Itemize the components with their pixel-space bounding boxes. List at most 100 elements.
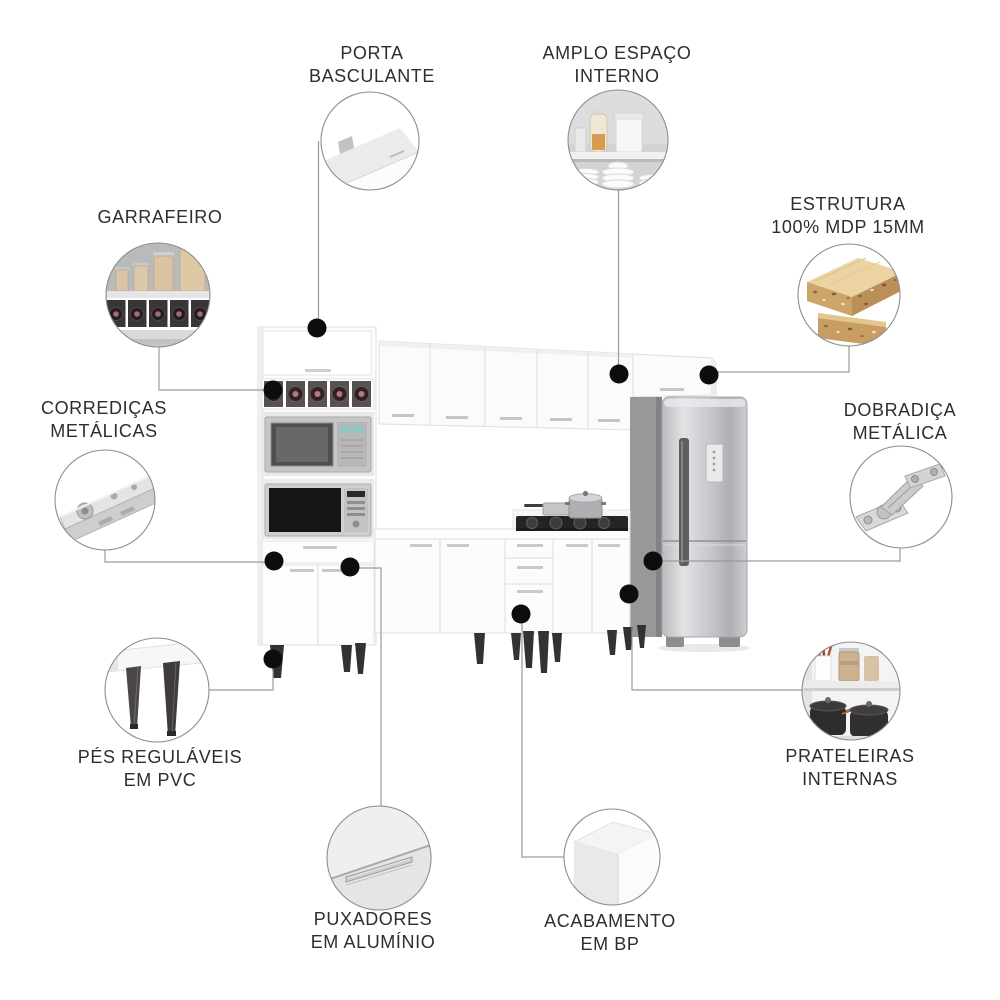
flip-up-door bbox=[262, 330, 372, 376]
flip-up-door-handle bbox=[305, 369, 331, 372]
garrafeiro-bottles bbox=[109, 307, 207, 321]
label-line: PRATELEIRAS bbox=[785, 746, 915, 766]
label-line: EM ALUMÍNIO bbox=[310, 932, 436, 952]
cooktop-edge bbox=[516, 528, 628, 531]
callout-pes bbox=[104, 637, 210, 743]
callout-dots bbox=[263, 318, 719, 669]
connector-puxadores bbox=[350, 567, 382, 806]
base-door-seams bbox=[439, 539, 593, 633]
microwave-silver bbox=[264, 416, 372, 473]
tall-cabinet-door-handle-right bbox=[322, 569, 346, 572]
fridge-handle bbox=[679, 438, 689, 566]
label-line: PUXADORES bbox=[313, 909, 433, 929]
tall-cabinet bbox=[257, 326, 377, 646]
side-panel-shade bbox=[656, 397, 662, 637]
kitchen-set bbox=[257, 326, 750, 678]
label-line: BASCULANTE bbox=[308, 66, 436, 86]
pots bbox=[809, 697, 889, 737]
dot-garrafeiro bbox=[263, 380, 283, 400]
callout-circles bbox=[54, 89, 953, 911]
cooktop bbox=[516, 490, 628, 531]
connector-corredicas bbox=[104, 550, 274, 563]
label-line: 100% MDP 15MM bbox=[771, 217, 925, 237]
over-fridge-handle bbox=[660, 388, 684, 391]
label-line: EM BP bbox=[580, 934, 640, 954]
connector-estrutura bbox=[709, 346, 850, 373]
leg bbox=[523, 631, 534, 668]
tall-cabinet-drawer bbox=[261, 540, 375, 564]
label-porta-basculante: PORTA BASCULANTE bbox=[232, 42, 512, 88]
dot-estrutura bbox=[699, 365, 719, 385]
label-acabamento: ACABAMENTO EM BP bbox=[470, 910, 750, 956]
callout-estrutura bbox=[797, 243, 901, 347]
label-dobradica: DOBRADIÇA METÁLICA bbox=[760, 399, 1000, 445]
callout-garrafeiro bbox=[105, 242, 211, 348]
microwave-black bbox=[264, 483, 372, 537]
utensil-cup bbox=[814, 642, 834, 682]
fridge-panel-buttons bbox=[712, 450, 716, 472]
connector-lines bbox=[104, 141, 901, 858]
connector-pes bbox=[209, 660, 274, 691]
label-prateleiras: PRATELEIRAS INTERNAS bbox=[710, 745, 990, 791]
label-pes: PÉS REGULÁVEIS EM PVC bbox=[20, 746, 300, 792]
label-line: DOBRADIÇA bbox=[843, 400, 957, 420]
dot-pes bbox=[263, 649, 283, 669]
aluminum-handle-icon bbox=[327, 806, 431, 886]
tall-cabinet-door-handle-left bbox=[290, 569, 314, 572]
label-line: PORTA bbox=[340, 43, 404, 63]
fridge-body bbox=[661, 396, 748, 638]
callout-dobradica bbox=[849, 445, 953, 549]
upper-door-seams bbox=[429, 344, 589, 428]
dot-puxadores bbox=[340, 557, 360, 577]
tall-cabinet-drawer-handle bbox=[303, 546, 337, 549]
leg bbox=[552, 633, 562, 662]
dot-acabamento bbox=[511, 604, 531, 624]
label-line: METÁLICAS bbox=[50, 421, 158, 441]
label-line: ESTRUTURA bbox=[790, 194, 906, 214]
callout-prateleiras bbox=[801, 641, 901, 741]
label-corredicas: CORREDIÇAS METÁLICAS bbox=[0, 397, 244, 443]
upper-wall-cabinets bbox=[378, 340, 634, 431]
callout-corredicas bbox=[54, 449, 156, 551]
label-line: INTERNO bbox=[574, 66, 660, 86]
leg bbox=[355, 643, 366, 674]
internal-shelves-icon bbox=[802, 642, 900, 740]
label-line: ACABAMENTO bbox=[544, 911, 676, 931]
connector-dobradica bbox=[653, 548, 901, 562]
tall-cabinet-left-shade bbox=[258, 327, 264, 645]
bottle-rack-icon bbox=[106, 243, 210, 344]
label-amplo-espaco: AMPLO ESPAÇO INTERNO bbox=[477, 42, 757, 88]
label-line: CORREDIÇAS bbox=[40, 398, 167, 418]
label-line: AMPLO ESPAÇO bbox=[542, 43, 692, 63]
hinge-icon bbox=[855, 463, 946, 532]
fridge-top-sheen bbox=[664, 399, 745, 407]
upper-door-handles bbox=[392, 414, 620, 422]
label-line: METÁLICA bbox=[852, 423, 948, 443]
leg bbox=[637, 625, 646, 648]
connector-prateleiras bbox=[631, 595, 802, 691]
dot-amplo-espaco bbox=[609, 364, 629, 384]
label-garrafeiro: GARRAFEIRO bbox=[20, 206, 300, 229]
refrigerator bbox=[658, 396, 750, 652]
dot-corredicas bbox=[264, 551, 284, 571]
furniture-legs bbox=[270, 625, 646, 678]
leg bbox=[607, 630, 617, 655]
dot-porta-basculante bbox=[307, 318, 327, 338]
stockpot bbox=[565, 490, 606, 519]
base-cabinet-body bbox=[374, 538, 631, 634]
label-puxadores: PUXADORES EM ALUMÍNIO bbox=[233, 908, 513, 954]
leg bbox=[538, 631, 549, 673]
callout-puxadores bbox=[326, 805, 432, 911]
adjustable-feet-icon bbox=[105, 639, 209, 736]
leg bbox=[341, 645, 352, 672]
label-line: INTERNAS bbox=[802, 769, 898, 789]
leg bbox=[474, 633, 485, 664]
dot-prateleiras bbox=[619, 584, 639, 604]
callout-porta-basculante bbox=[320, 91, 420, 191]
label-estrutura: ESTRUTURA 100% MDP 15MM bbox=[708, 193, 988, 239]
label-line: GARRAFEIRO bbox=[97, 207, 223, 227]
leg bbox=[511, 633, 521, 660]
dot-dobradica bbox=[643, 551, 663, 571]
